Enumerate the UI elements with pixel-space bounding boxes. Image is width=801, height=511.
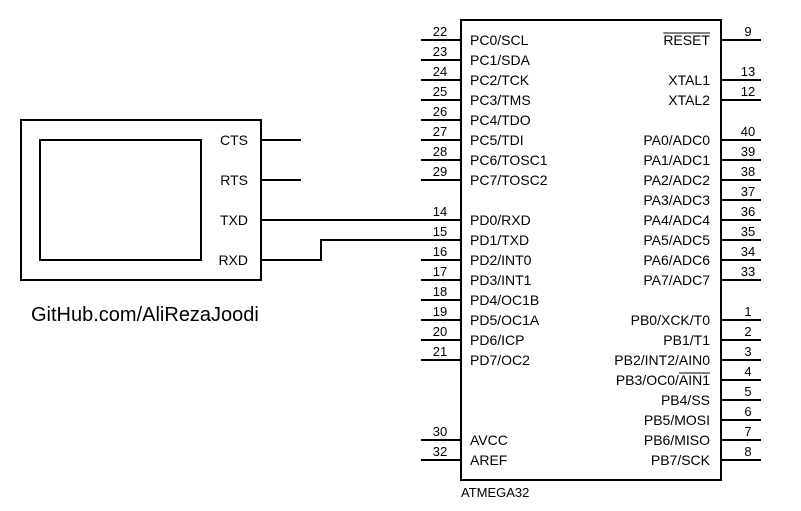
mcu-pin-label: PD3/INT1 [470, 272, 532, 288]
mcu-pin-label: PB1/T1 [663, 332, 710, 348]
mcu-pin-label: PD1/TXD [470, 232, 529, 248]
mcu-pin-number: 19 [433, 304, 447, 319]
mcu-pin-label: XTAL2 [668, 92, 710, 108]
mcu-pin-label: RESET [663, 32, 710, 48]
mcu-pin-number: 40 [741, 124, 755, 139]
terminal-pin-cts-label: CTS [220, 132, 248, 148]
terminal-pin-rxd-label: RXD [218, 252, 248, 268]
mcu-pin-label: PA0/ADC0 [643, 132, 710, 148]
mcu-pin-number: 6 [744, 404, 751, 419]
mcu-pin-number: 1 [744, 304, 751, 319]
mcu-pin-label: PD7/OC2 [470, 352, 530, 368]
mcu-pin-label: PC6/TOSC1 [470, 152, 548, 168]
mcu-pin-number: 2 [744, 324, 751, 339]
mcu-pin-number: 17 [433, 264, 447, 279]
mcu-pin-label: PD4/OC1B [470, 292, 539, 308]
microcontroller[interactable]: ATMEGA32 22PC0/SCL23PC1/SDA24PC2/TCK25PC… [421, 19, 761, 500]
mcu-part-label: ATMEGA32 [461, 485, 529, 500]
mcu-pin-number: 33 [741, 264, 755, 279]
mcu-pin-label: PC1/SDA [470, 52, 531, 68]
mcu-pin-number: 13 [741, 64, 755, 79]
mcu-pin-number: 30 [433, 424, 447, 439]
mcu-pin-number: 37 [741, 184, 755, 199]
terminal-pin-txd-label: TXD [220, 212, 248, 228]
mcu-pin-label: PD0/RXD [470, 212, 531, 228]
mcu-pin-label: PB7/SCK [651, 452, 711, 468]
mcu-pin-number: 8 [744, 444, 751, 459]
mcu-pin-number: 5 [744, 384, 751, 399]
terminal-screen [39, 139, 202, 261]
mcu-pin-label: PC7/TOSC2 [470, 172, 548, 188]
mcu-pin-label: PB2/INT2/AIN0 [614, 352, 710, 368]
mcu-right-pins: 9RESET13XTAL112XTAL240PA0/ADC039PA1/ADC1… [614, 24, 761, 468]
mcu-pin-label: PB3/OC0/AIN1 [616, 372, 710, 388]
mcu-pin-number: 25 [433, 84, 447, 99]
mcu-pin-label: PC4/TDO [470, 112, 531, 128]
mcu-pin-label: PA6/ADC6 [643, 252, 710, 268]
mcu-pin-label: PB6/MISO [644, 432, 710, 448]
mcu-pin-label: PC5/TDI [470, 132, 524, 148]
mcu-pin-label: PC2/TCK [470, 72, 530, 88]
mcu-pin-label: PC3/TMS [470, 92, 531, 108]
mcu-pin-number: 16 [433, 244, 447, 259]
mcu-pin-number: 20 [433, 324, 447, 339]
virtual-terminal[interactable]: CTS RTS TXD RXD [20, 119, 301, 281]
mcu-pin-label: PA2/ADC2 [643, 172, 710, 188]
mcu-pin-label: PD5/OC1A [470, 312, 540, 328]
mcu-pin-number: 29 [433, 164, 447, 179]
mcu-pin-label: PB0/XCK/T0 [631, 312, 711, 328]
mcu-pin-number: 12 [741, 84, 755, 99]
mcu-pin-number: 39 [741, 144, 755, 159]
mcu-pin-label: AVCC [470, 432, 508, 448]
mcu-pin-label: AREF [470, 452, 507, 468]
mcu-pin-number: 34 [741, 244, 755, 259]
mcu-pin-label: PD2/INT0 [470, 252, 532, 268]
mcu-pin-number: 18 [433, 284, 447, 299]
mcu-pin-number: 21 [433, 344, 447, 359]
mcu-pin-label: XTAL1 [668, 72, 710, 88]
mcu-pin-number: 35 [741, 224, 755, 239]
mcu-pin-number: 23 [433, 44, 447, 59]
mcu-pin-number: 22 [433, 24, 447, 39]
serial-wires [301, 219, 421, 261]
wire-rxd-to-pd1[interactable] [301, 239, 421, 261]
terminal-pin-rts-label: RTS [220, 172, 248, 188]
mcu-pin-label: PC0/SCL [470, 32, 529, 48]
mcu-pin-label: PA4/ADC4 [643, 212, 710, 228]
mcu-pin-number: 15 [433, 224, 447, 239]
mcu-pin-number: 26 [433, 104, 447, 119]
mcu-pin-label: PB4/SS [661, 392, 710, 408]
mcu-pin-label: PA1/ADC1 [643, 152, 710, 168]
mcu-pin-number: 32 [433, 444, 447, 459]
mcu-pin-number: 7 [744, 424, 751, 439]
mcu-pin-number: 38 [741, 164, 755, 179]
mcu-pin-number: 36 [741, 204, 755, 219]
mcu-pin-number: 28 [433, 144, 447, 159]
mcu-pin-number: 9 [744, 24, 751, 39]
mcu-pin-number: 24 [433, 64, 447, 79]
mcu-pin-label: PA7/ADC7 [643, 272, 710, 288]
mcu-pin-number: 14 [433, 204, 447, 219]
mcu-pin-label: PD6/ICP [470, 332, 524, 348]
mcu-body [460, 19, 722, 481]
mcu-pin-number: 27 [433, 124, 447, 139]
mcu-pin-number: 3 [744, 344, 751, 359]
watermark-text: GitHub.com/AliRezaJoodi [31, 304, 259, 326]
mcu-pin-label: PB5/MOSI [644, 412, 710, 428]
mcu-pin-label: PA5/ADC5 [643, 232, 710, 248]
mcu-pin-label: PA3/ADC3 [643, 192, 710, 208]
mcu-pin-number: 4 [744, 364, 751, 379]
